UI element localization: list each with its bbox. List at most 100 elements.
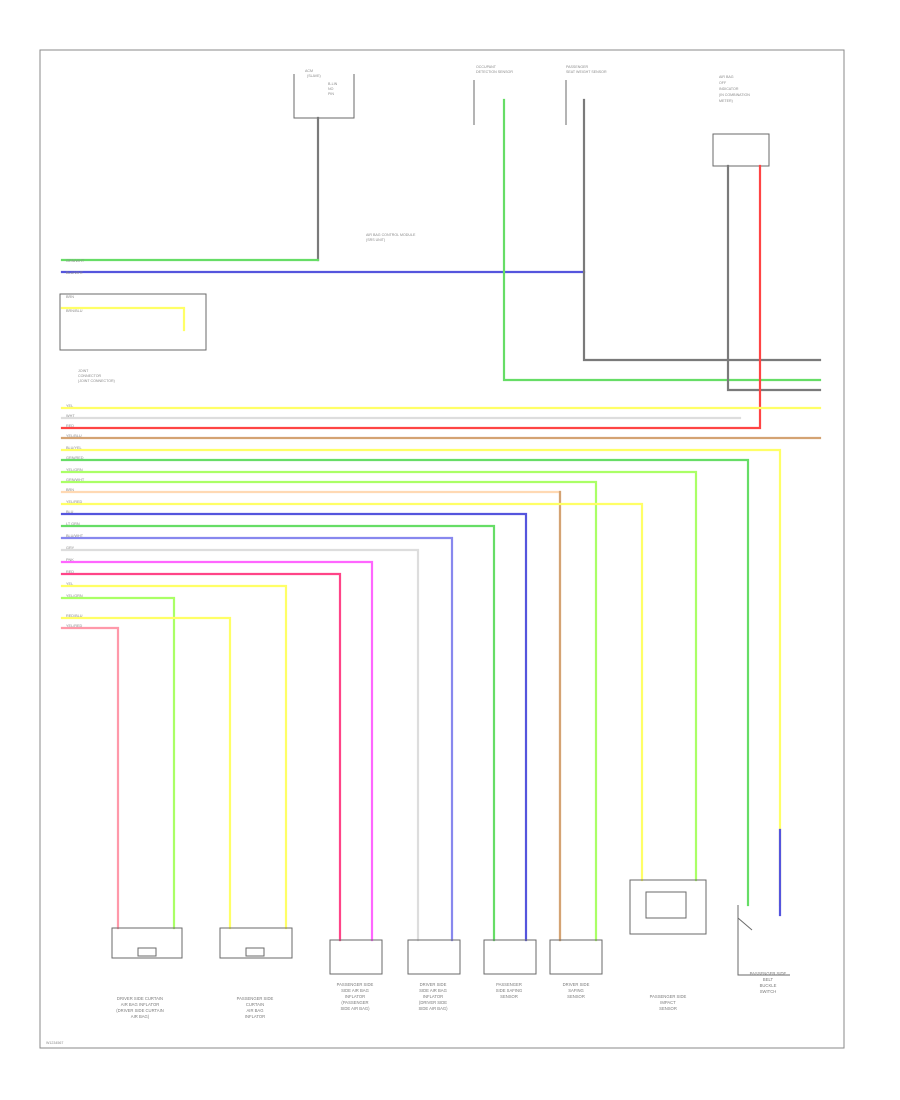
- diagram-frame: [39, 49, 845, 1049]
- wire-bus-white-2: [60, 548, 420, 942]
- left-connector-label-3: (JOINT CONNECTOR): [78, 379, 115, 383]
- right-module-title-5: METER): [719, 99, 733, 103]
- wire-occupant-green: [502, 98, 822, 382]
- c1-label-0: DRIVER SIDE CURTAIN: [117, 996, 163, 1001]
- component-c2: [219, 927, 293, 959]
- c8-label-2: BUCKLE: [760, 983, 777, 988]
- c4-label-4: SIDE AIR BAG): [418, 1006, 448, 1011]
- c8-label-3: SWITCH: [760, 989, 777, 994]
- left-connector-label-2: CONNECTOR: [78, 374, 101, 378]
- wire-label-10: YEL/GRN: [66, 468, 83, 472]
- wire-label-1: BLU/WHT: [66, 271, 84, 275]
- top-left-module-pin-2: NO: [328, 87, 334, 91]
- wire-labels-left: GRN/WHTBLU/WHTBRNBRN/BLUYELWHTREDYEL/BLU…: [66, 259, 85, 628]
- top-left-module-pin-1: B-LIN: [328, 82, 338, 86]
- wire-bus-peach: [60, 490, 562, 942]
- c2-label-1: CURTAIN: [246, 1002, 264, 1007]
- wire-label-14: BLU: [66, 510, 74, 514]
- c8-label-0: PASSENGER SIDE: [750, 971, 787, 976]
- right-module-title-4: (IN COMBINATION: [719, 93, 750, 97]
- wire-lc-yellow: [60, 306, 186, 332]
- passenger-sensor: PASSENGER SEAT WEIGHT SENSOR: [565, 65, 607, 125]
- wire-label-22: RED/BLU: [66, 614, 83, 618]
- wire-bus-lightgreen-2: [60, 480, 598, 942]
- right-module-title-1: AIR BAG: [719, 75, 734, 79]
- c1-label-3: AIR BAG): [131, 1014, 150, 1019]
- left-connector: JOINT CONNECTOR (JOINT CONNECTOR): [59, 293, 207, 383]
- wire-rm-red: [60, 164, 762, 430]
- right-module: AIR BAG OFF INDICATOR (IN COMBINATION ME…: [712, 75, 770, 167]
- component-c1: [111, 927, 183, 959]
- c3-label-3: (PASSENGER: [341, 1000, 368, 1005]
- passenger-sensor-title-1: PASSENGER: [566, 65, 589, 69]
- component-c6: [549, 939, 603, 975]
- occupant-sensor: OCCUPANT DETECTION SENSOR: [473, 65, 513, 125]
- wire-label-23: YEL/RED: [66, 624, 83, 628]
- c6-label-2: SENSOR: [567, 994, 585, 999]
- wire-bus-yellow-3: [60, 502, 644, 882]
- wire-label-16: BLU/WHT: [66, 534, 84, 538]
- wire-label-12: BRN: [66, 488, 74, 492]
- component-c3: [329, 939, 383, 975]
- c5-label-0: PASSENGER: [496, 982, 522, 987]
- wire-label-4: YEL: [66, 404, 73, 408]
- wire-label-15: LT GRN: [66, 522, 80, 526]
- c4-label-0: DRIVER SIDE: [420, 982, 447, 987]
- wire-bus-lightgreen: [60, 470, 698, 882]
- wire-label-18: PNK: [66, 558, 74, 562]
- c3-label-2: INFLATOR: [345, 994, 365, 999]
- c4-label-2: INFLATOR: [423, 994, 443, 999]
- c6-label-1: SAFING: [568, 988, 584, 993]
- wire-label-3: BRN/BLU: [66, 309, 83, 313]
- c3-label-4: SIDE AIR BAG): [340, 1006, 370, 1011]
- c1-label-2: (DRIVER SIDE CURTAIN: [116, 1008, 164, 1013]
- component-c4: [407, 939, 461, 975]
- passenger-sensor-title-2: SEAT WEIGHT SENSOR: [566, 70, 607, 74]
- wire-label-21: YEL/GRN: [66, 594, 83, 598]
- wire-label-20: YEL: [66, 582, 73, 586]
- c4-label-3: (DRIVER SIDE: [419, 1000, 447, 1005]
- c5-label-2: SENSOR: [500, 994, 518, 999]
- c6-label-0: DRIVER SIDE: [563, 982, 590, 987]
- c1-label-1: AIR BAG INFLATOR: [121, 1002, 159, 1007]
- c4-label-1: SIDE AIR BAG: [419, 988, 447, 993]
- wire-bus-green-1: [60, 458, 750, 907]
- wire-label-11: GRN/WHT: [66, 478, 85, 482]
- wire-bus-magenta: [60, 560, 374, 942]
- mid-label-1: AIR BAG CONTROL MODULE: [366, 233, 416, 237]
- c8-label-1: BELT: [763, 977, 774, 982]
- wire-bus-yellow-2: [60, 448, 782, 907]
- wire-label-17: GRY: [66, 546, 75, 550]
- mid-label-2: (SRS UNIT): [366, 238, 385, 242]
- component-c5: [483, 939, 537, 975]
- wire-bus-yellow-4: [60, 584, 288, 930]
- figure-id: W1234567: [46, 1041, 63, 1045]
- wire-label-19: RED: [66, 570, 74, 574]
- c7-label-1: IMPACT: [660, 1000, 676, 1005]
- wire-label-6: RED: [66, 424, 74, 428]
- top-left-module-title-1: ACM: [305, 69, 313, 73]
- top-left-module: ACM (SLAVE) B-LIN NO PIN: [293, 69, 355, 119]
- c3-label-1: SIDE AIR BAG: [341, 988, 369, 993]
- wire-label-2: BRN: [66, 295, 74, 299]
- wire-label-0: GRN/WHT: [66, 259, 85, 263]
- wire-rm-black: [726, 164, 822, 392]
- wire-bus-lightgreen-3: [60, 596, 176, 930]
- wire-bus-pink: [60, 626, 120, 930]
- wire-bus-pinkred: [60, 572, 342, 942]
- wire-label-5: WHT: [66, 414, 75, 418]
- c2-label-0: PASSENGER SIDE: [237, 996, 274, 1001]
- top-left-module-title-2: (SLAVE): [307, 74, 321, 78]
- top-left-module-pin-3: PIN: [328, 92, 334, 96]
- wire-label-9: GRN/RED: [66, 456, 84, 460]
- wire-label-13: YEL/RED: [66, 500, 83, 504]
- left-connector-label-1: JOINT: [78, 369, 89, 373]
- wire-passenger-black: [582, 98, 822, 362]
- component-c8: [737, 905, 790, 976]
- c2-label-3: INFLATOR: [245, 1014, 265, 1019]
- right-module-title-3: INDICATOR: [719, 87, 739, 91]
- wire-bus-blue-2: [60, 536, 454, 942]
- c2-label-2: AIR BAG: [247, 1008, 264, 1013]
- wire-label-8: BLU/YEL: [66, 446, 82, 450]
